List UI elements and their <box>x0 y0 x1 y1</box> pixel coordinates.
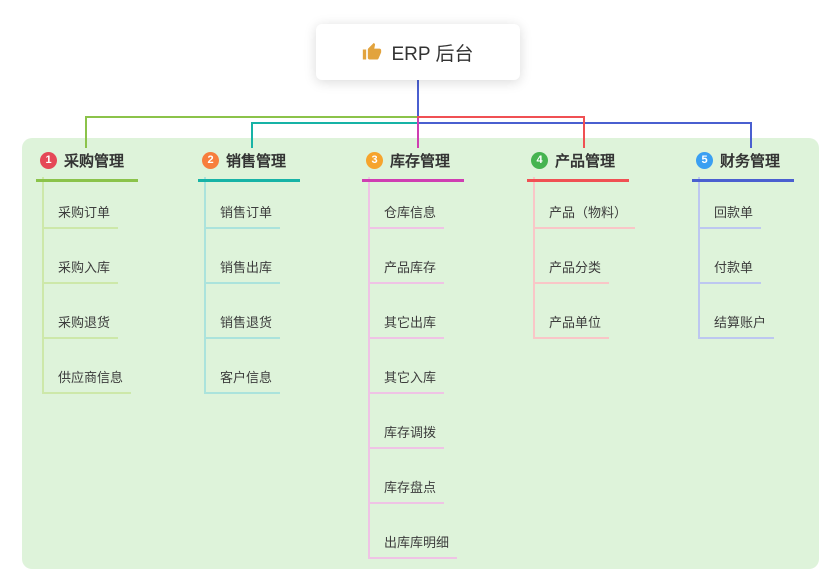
branch-inventory-management[interactable]: 3 库存管理 <box>362 146 465 182</box>
node-sales-outbound[interactable]: 销售出库 <box>214 260 281 284</box>
branches-panel <box>22 138 819 569</box>
connector-stub <box>698 227 709 229</box>
branch2-rail-line <box>251 122 419 124</box>
connector-stub <box>204 282 215 284</box>
connector-stub <box>368 392 379 394</box>
branch2-subtree-line <box>204 177 206 394</box>
branch1-drop-line <box>85 116 87 148</box>
connector-stub <box>204 227 215 229</box>
connector-stub <box>368 502 379 504</box>
branch-sales-management[interactable]: 2 销售管理 <box>198 146 301 182</box>
node-stock-transfer[interactable]: 库存调拨 <box>378 425 445 449</box>
node-supplier-info[interactable]: 供应商信息 <box>52 370 132 394</box>
node-purchase-return[interactable]: 采购退货 <box>52 315 119 339</box>
thumbs-up-icon <box>362 42 382 62</box>
node-product-stock[interactable]: 产品库存 <box>378 260 445 284</box>
root-node-erp[interactable]: ERP 后台 <box>316 24 520 80</box>
branch2-drop-line <box>251 122 253 148</box>
connector-stub <box>42 227 53 229</box>
connector-stub <box>42 392 53 394</box>
node-other-outbound[interactable]: 其它出库 <box>378 315 445 339</box>
branch4-rail-line <box>417 116 585 118</box>
connector-stub <box>698 337 709 339</box>
node-other-inbound[interactable]: 其它入库 <box>378 370 445 394</box>
node-product-unit[interactable]: 产品单位 <box>543 315 610 339</box>
branch5-subtree-line <box>698 177 700 339</box>
connector-stub <box>368 337 379 339</box>
node-product-material[interactable]: 产品（物料） <box>543 205 636 229</box>
node-receipt-doc[interactable]: 回款单 <box>708 205 762 229</box>
branch-product-management[interactable]: 4 产品管理 <box>527 146 630 182</box>
root-title: ERP 后台 <box>391 43 474 65</box>
branch-label: 库存管理 <box>390 153 451 170</box>
branch1-subtree-line <box>42 177 44 394</box>
connector-stub <box>368 227 379 229</box>
node-outbound-detail[interactable]: 出库库明细 <box>378 535 458 559</box>
branch-finance-management[interactable]: 5 财务管理 <box>692 146 795 182</box>
connector-stub <box>533 227 544 229</box>
branch5-drop-line <box>750 122 752 148</box>
node-sales-return[interactable]: 销售退货 <box>214 315 281 339</box>
branch-purchase-management[interactable]: 1 采购管理 <box>36 146 139 182</box>
branch4-subtree-line <box>533 177 535 339</box>
node-warehouse-info[interactable]: 仓库信息 <box>378 205 445 229</box>
node-customer-info[interactable]: 客户信息 <box>214 370 281 394</box>
connector-stub <box>368 557 379 559</box>
node-sales-order[interactable]: 销售订单 <box>214 205 281 229</box>
node-payment-doc[interactable]: 付款单 <box>708 260 762 284</box>
node-stock-check[interactable]: 库存盘点 <box>378 480 445 504</box>
connector-stub <box>42 282 53 284</box>
node-purchase-order[interactable]: 采购订单 <box>52 205 119 229</box>
branch-number-badge: 1 <box>40 152 57 169</box>
connector-stub <box>368 447 379 449</box>
branch1-rail-line <box>85 116 419 118</box>
branch-label: 产品管理 <box>555 153 616 170</box>
connector-stub <box>204 337 215 339</box>
connector-stub <box>533 282 544 284</box>
branch3-subtree-line <box>368 177 370 559</box>
branch-number-badge: 2 <box>202 152 219 169</box>
branch3-drop-line <box>417 118 419 148</box>
branch-label: 财务管理 <box>720 153 781 170</box>
node-settlement-account[interactable]: 结算账户 <box>708 315 775 339</box>
branch-label: 采购管理 <box>64 153 125 170</box>
node-product-category[interactable]: 产品分类 <box>543 260 610 284</box>
node-purchase-inbound[interactable]: 采购入库 <box>52 260 119 284</box>
branch-number-badge: 4 <box>531 152 548 169</box>
branch-number-badge: 5 <box>696 152 713 169</box>
root-connector-line <box>417 80 419 124</box>
branch4-drop-line <box>583 116 585 148</box>
branch-number-badge: 3 <box>366 152 383 169</box>
connector-stub <box>698 282 709 284</box>
connector-stub <box>533 337 544 339</box>
connector-stub <box>204 392 215 394</box>
branch-label: 销售管理 <box>226 153 287 170</box>
connector-stub <box>42 337 53 339</box>
connector-stub <box>368 282 379 284</box>
